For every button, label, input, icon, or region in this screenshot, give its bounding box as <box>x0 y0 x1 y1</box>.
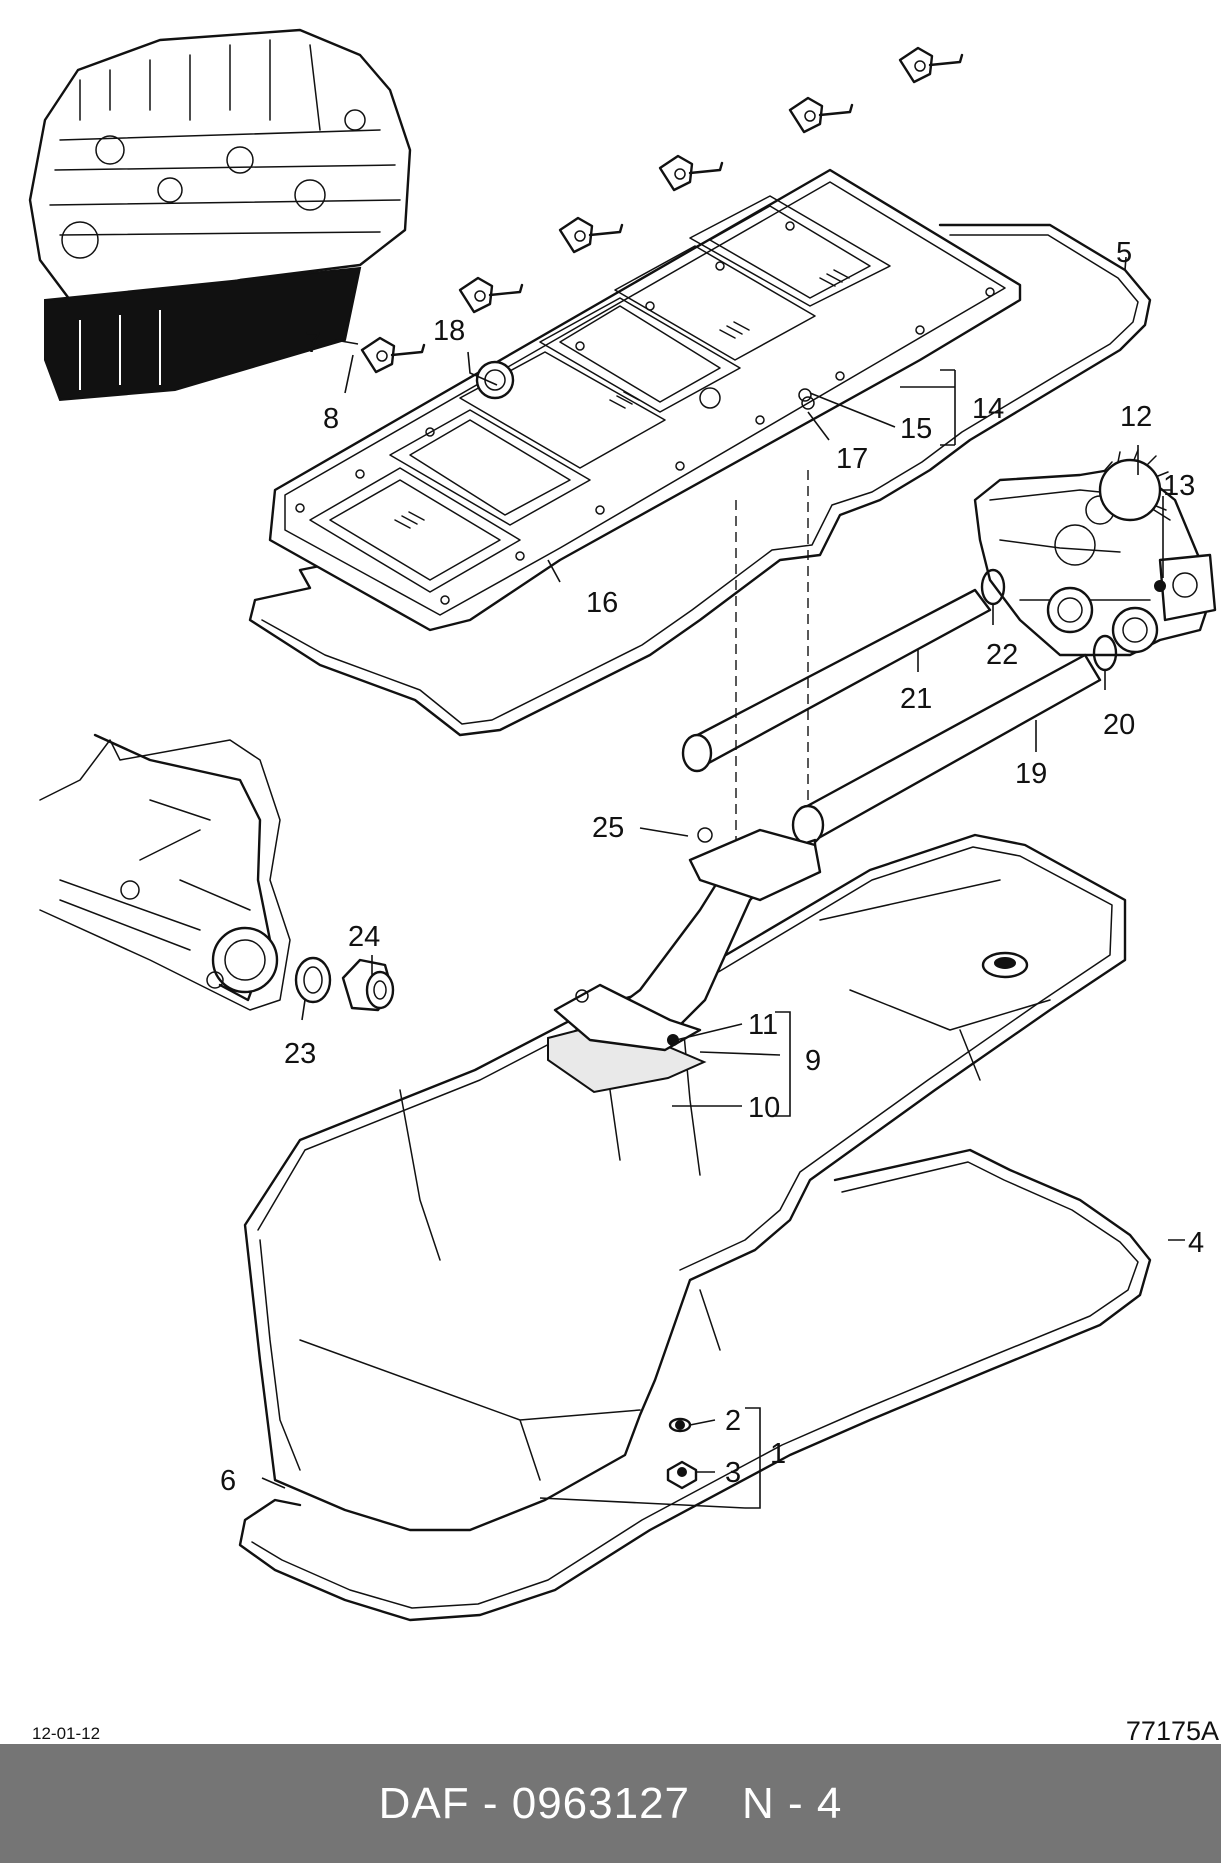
drain-plug-3 <box>666 1460 698 1490</box>
callout-12: 12 <box>1120 401 1152 433</box>
callout-24: 24 <box>348 921 380 953</box>
callout-7: 7 <box>305 327 321 359</box>
callout-8: 8 <box>323 403 339 435</box>
callout-3: 3 <box>725 1457 741 1489</box>
callout-10: 10 <box>748 1092 780 1124</box>
oil-sump <box>243 833 1127 1532</box>
callout-16: 16 <box>586 587 618 619</box>
callout-22: 22 <box>986 639 1018 671</box>
callout-23: 23 <box>284 1038 316 1070</box>
callout-17: 17 <box>836 443 868 475</box>
callout-14: 14 <box>972 393 1004 425</box>
callout-18: 18 <box>433 315 465 347</box>
bedplate-frame <box>268 168 1022 632</box>
footer-separator: - <box>469 1778 512 1828</box>
piston-cooling-nozzles <box>360 46 964 374</box>
date-code: 12-01-12 <box>32 1724 100 1743</box>
diagram-position: N - 4 <box>742 1778 843 1828</box>
oil-strainer-assembly <box>547 827 822 1094</box>
delivery-pipe-19 <box>791 653 1102 846</box>
callout-15: 15 <box>900 413 932 445</box>
plug-24 <box>341 958 395 1012</box>
drain-washer-2 <box>668 1417 692 1433</box>
callout-1: 1 <box>770 1438 786 1470</box>
lower-gasket <box>238 1148 1152 1622</box>
callout-25: 25 <box>592 812 624 844</box>
engine-block-illustration <box>28 28 412 402</box>
brand-name: DAF <box>378 1778 470 1828</box>
exploded-parts-drawing: 1 2 3 4 5 6 7 8 9 10 11 12 13 14 15 16 1… <box>28 28 1219 1744</box>
callout-19: 19 <box>1015 758 1047 790</box>
upper-gasket <box>248 223 1152 737</box>
callout-4: 4 <box>1188 1227 1204 1259</box>
callout-13: 13 <box>1163 470 1195 502</box>
callout-20: 20 <box>1103 709 1135 741</box>
part-reference-footer: DAF - 0963127 N - 4 <box>0 1744 1221 1863</box>
callout-21: 21 <box>900 683 932 715</box>
callout-9: 9 <box>805 1045 821 1077</box>
sealing-ring-23 <box>294 956 332 1004</box>
callout-5: 5 <box>1116 237 1132 269</box>
callout-leaders <box>261 256 1185 1509</box>
callout-2: 2 <box>725 1405 741 1437</box>
drawing-number: 77175A <box>1126 1716 1219 1744</box>
callout-11: 11 <box>748 1009 778 1041</box>
callout-labels: 1 2 3 4 5 6 7 8 9 10 11 12 13 14 15 16 1… <box>220 237 1204 1497</box>
part-number: 0963127 <box>511 1778 691 1828</box>
oil-pump <box>973 449 1217 657</box>
timing-housing-fragment <box>39 733 291 1011</box>
suction-pipe-21 <box>681 588 992 773</box>
callout-6: 6 <box>220 1465 236 1497</box>
